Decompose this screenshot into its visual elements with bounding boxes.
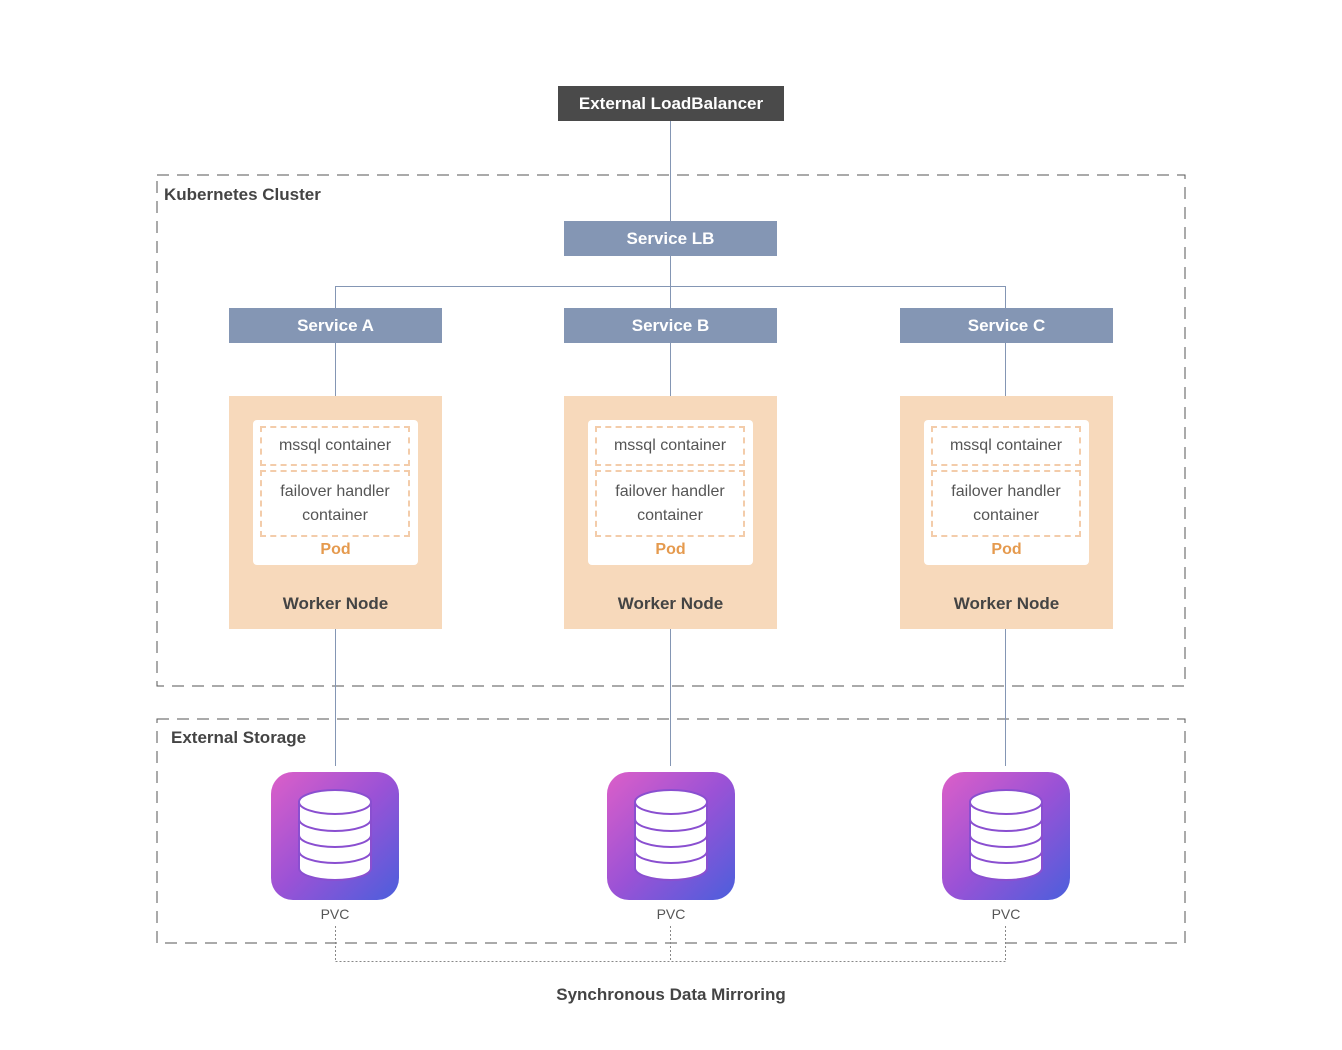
pod: mssql container failover handler contain… bbox=[253, 420, 418, 565]
mssql-container: mssql container bbox=[260, 426, 410, 466]
worker-node-a: mssql container failover handler contain… bbox=[229, 396, 442, 629]
pvc-label: PVC bbox=[320, 906, 350, 922]
pod: mssql container failover handler contain… bbox=[588, 420, 753, 565]
worker-node-label: Worker Node bbox=[282, 594, 389, 613]
worker-node-b: mssql container failover handler contain… bbox=[564, 396, 777, 629]
worker-node-label: Worker Node bbox=[953, 594, 1060, 613]
worker-node-label: Worker Node bbox=[617, 594, 724, 613]
failover-handler-container: failover handler container bbox=[931, 470, 1081, 537]
pod-label: Pod bbox=[320, 541, 351, 558]
database-icon bbox=[942, 772, 1070, 900]
mssql-container: mssql container bbox=[931, 426, 1081, 466]
failover-handler-container: failover handler container bbox=[595, 470, 745, 537]
database-icon bbox=[607, 772, 735, 900]
kubernetes-cluster-label: Kubernetes Cluster bbox=[164, 185, 321, 204]
pvc-label: PVC bbox=[991, 906, 1021, 922]
external-loadbalancer: External LoadBalancer bbox=[558, 86, 784, 121]
mirroring-label: Synchronous Data Mirroring bbox=[556, 985, 786, 1004]
mssql-container: mssql container bbox=[595, 426, 745, 466]
pod: mssql container failover handler contain… bbox=[924, 420, 1089, 565]
pvc-label: PVC bbox=[656, 906, 686, 922]
kubernetes-cluster-border bbox=[156, 174, 1186, 687]
external-storage-label: External Storage bbox=[171, 728, 307, 747]
service-a: Service A bbox=[229, 308, 442, 343]
worker-node-c: mssql container failover handler contain… bbox=[900, 396, 1113, 629]
failover-handler-container: failover handler container bbox=[260, 470, 410, 537]
pod-label: Pod bbox=[655, 541, 686, 558]
pod-label: Pod bbox=[991, 541, 1022, 558]
database-icon bbox=[271, 772, 399, 900]
service-lb: Service LB bbox=[564, 221, 777, 256]
service-c: Service C bbox=[900, 308, 1113, 343]
service-b: Service B bbox=[564, 308, 777, 343]
